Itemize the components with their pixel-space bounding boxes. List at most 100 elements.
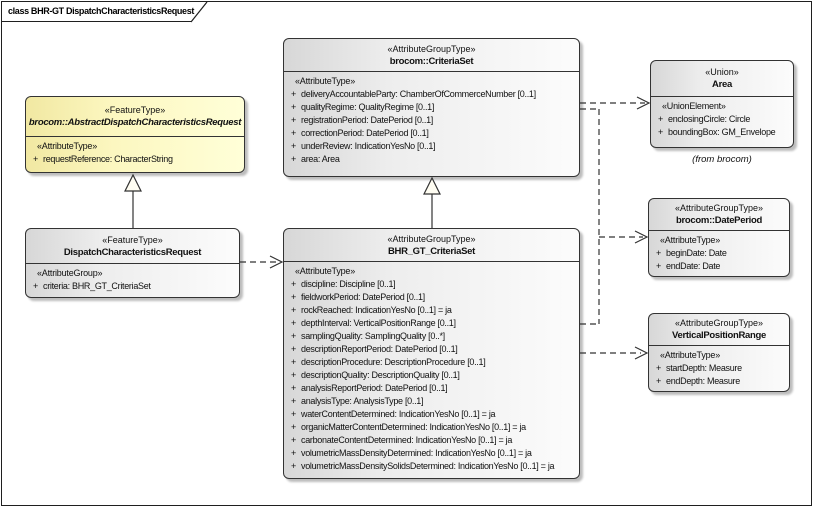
stereotype-label: «FeatureType» — [104, 105, 166, 115]
attribute-row: + endDate: Date — [649, 260, 789, 273]
class-box-bhr-gt-criteriaset[interactable]: «AttributeGroupType» BHR_GT_CriteriaSet … — [283, 228, 580, 479]
attribute-row: +volumetricMassDensitySolidsDetermined: … — [284, 460, 579, 473]
attribute-row: + qualityRegime: QualityRegime [0..1] — [284, 101, 579, 114]
class-header: «AttributeGroupType» brocom::DatePeriod — [649, 199, 789, 231]
class-box-vertical-position-range[interactable]: «AttributeGroupType» VerticalPositionRan… — [648, 313, 790, 392]
attribute-text: registrationPeriod: DatePeriod [0..1] — [301, 115, 433, 125]
attribute-row: + fieldworkPeriod: DatePeriod [0..1] — [284, 291, 579, 304]
visibility-marker: + — [291, 331, 296, 341]
visibility-marker: + — [291, 344, 296, 354]
attribute-row: + registrationPeriod: DatePeriod [0..1] — [284, 114, 579, 127]
stereotype-label: «Union» — [705, 67, 739, 77]
visibility-marker: + — [291, 292, 296, 302]
class-header: «AttributeGroupType» VerticalPositionRan… — [649, 314, 789, 346]
attribute-text: beginDate: Date — [666, 248, 727, 258]
stereotype-label: «AttributeGroupType» — [674, 203, 764, 213]
attribute-text: startDepth: Measure — [666, 363, 742, 373]
attribute-row: +discipline: Discipline [0..1] — [284, 278, 579, 291]
visibility-marker: + — [656, 363, 661, 373]
class-box-dispatch-characteristics-request[interactable]: «FeatureType» DispatchCharacteristicsReq… — [25, 228, 240, 298]
class-name: brocom::CriteriaSet — [389, 55, 474, 67]
attribute-text: boundingBox: GM_Envelope — [668, 127, 776, 137]
visibility-marker: + — [291, 461, 296, 471]
visibility-marker: + — [291, 102, 296, 112]
attribute-text: waterContentDetermined: IndicationYesNo … — [301, 409, 496, 419]
stereotype-label: «FeatureType» — [102, 234, 163, 245]
visibility-marker: + — [656, 376, 661, 386]
attribute-row: + deliveryAccountableParty: ChamberOfComm… — [284, 88, 579, 101]
attribute-compartment: «AttributeType» +discipline: Discipline … — [284, 262, 579, 473]
class-name: brocom::AbstractDispatchCharacteristicsR… — [28, 117, 242, 128]
attribute-text: area: Area — [301, 154, 340, 164]
attribute-row: + depthInterval: VerticalPositionRange [0… — [284, 317, 579, 330]
class-header: «AttributeGroupType» brocom::CriteriaSet — [284, 39, 579, 72]
attribute-row: + carbonateContentDetermined: IndicationY… — [284, 434, 579, 447]
class-box-brocom-dateperiod[interactable]: «AttributeGroupType» brocom::DatePeriod … — [648, 198, 790, 277]
class-header: «AttributeGroupType» BHR_GT_CriteriaSet — [284, 229, 579, 262]
attribute-row: +boundingBox: GM_Envelope — [651, 126, 793, 139]
visibility-marker: + — [291, 154, 296, 164]
visibility-marker: + — [291, 318, 296, 328]
stereotype-label: «AttributeGroupType» — [387, 43, 476, 54]
attribute-text: underReview: IndicationYesNo [0..1] — [301, 141, 436, 151]
attribute-row: + samplingQuality: SamplingQuality [0..*] — [284, 330, 579, 343]
attribute-text: endDate: Date — [666, 261, 721, 271]
visibility-marker: + — [291, 383, 296, 393]
attribute-text: fieldworkPeriod: DatePeriod [0..1] — [301, 292, 425, 302]
visibility-marker: + — [656, 248, 661, 258]
visibility-marker: + — [291, 409, 296, 419]
attribute-row: + waterContentDetermined: IndicationYesNo… — [284, 408, 579, 421]
class-box-brocom-criteriaset[interactable]: «AttributeGroupType» brocom::CriteriaSet… — [283, 38, 580, 177]
attribute-row: +correctionPeriod: DatePeriod [0..1] — [284, 127, 579, 140]
attribute-row: + criteria: BHR_GT_CriteriaSet — [26, 280, 239, 293]
attribute-row: +underReview: IndicationYesNo [0..1] — [284, 140, 579, 153]
visibility-marker: + — [291, 128, 296, 138]
section-stereotype: «UnionElement» — [662, 101, 726, 111]
attribute-row: +organicMatterContentDetermined: Indicat… — [284, 421, 579, 434]
attribute-text: descriptionProcedure: DescriptionProcedu… — [301, 357, 486, 367]
attribute-row: + beginDate: Date — [649, 247, 789, 260]
visibility-marker: + — [33, 281, 38, 291]
class-header: «FeatureType» brocom::AbstractDispatchCh… — [26, 97, 244, 137]
class-header: «Union» Area — [651, 61, 793, 97]
attribute-text: deliveryAccountableParty: ChamberOfComme… — [301, 89, 536, 99]
attribute-text: rockReached: IndicationYesNo [0..1] = ja — [301, 305, 452, 315]
from-package-note: (from brocom) — [692, 154, 752, 165]
attribute-text: qualityRegime: QualityRegime [0..1] — [301, 102, 435, 112]
class-box-area[interactable]: «Union» Area «UnionElement» + enclosingCi… — [650, 60, 794, 148]
attribute-row: +descriptionQuality: DescriptionQuality … — [284, 369, 579, 382]
visibility-marker: + — [291, 89, 296, 99]
visibility-marker: + — [291, 357, 296, 367]
section-stereotype: «AttributeType» — [37, 141, 98, 151]
visibility-marker: + — [658, 114, 663, 124]
attribute-text: depthInterval: VerticalPositionRange [0.… — [301, 318, 456, 328]
attribute-compartment: «AttributeType» +beginDate: Date +endDat… — [649, 231, 789, 273]
attribute-text: enclosingCircle: Circle — [668, 114, 751, 124]
visibility-marker: + — [291, 422, 296, 432]
visibility-marker: + — [33, 154, 38, 164]
diagram-title-tab: class BHR-GT DispatchCharacteristicsRequ… — [2, 2, 194, 22]
section-stereotype: «AttributeType» — [295, 76, 356, 86]
visibility-marker: + — [656, 261, 661, 271]
attribute-text: criteria: BHR_GT_CriteriaSet — [43, 281, 151, 291]
attribute-text: samplingQuality: SamplingQuality [0..*] — [301, 331, 445, 341]
attribute-compartment: «AttributeType» + startDepth: Measure +en… — [649, 346, 789, 388]
attribute-compartment: «AttributeType» + deliveryAccountablePart… — [284, 72, 579, 166]
attribute-compartment: «AttributeType» + requestReference: Chara… — [26, 137, 244, 166]
attribute-row: + requestReference: CharacterString — [26, 153, 244, 166]
section-stereotype: «AttributeType» — [660, 350, 721, 360]
attribute-text: requestReference: CharacterString — [43, 154, 173, 164]
class-name: DispatchCharacteristicsRequest — [63, 246, 202, 258]
attribute-row: + enclosingCircle: Circle — [651, 113, 793, 126]
visibility-marker: + — [291, 279, 296, 289]
attribute-text: descriptionReportPeriod: DatePeriod [0..… — [301, 344, 458, 354]
section-stereotype: «AttributeGroup» — [37, 268, 103, 278]
visibility-marker: + — [291, 435, 296, 445]
attribute-text: descriptionQuality: DescriptionQuality [… — [301, 370, 460, 380]
attribute-row: +endDepth: Measure — [649, 375, 789, 388]
class-header: «FeatureType» DispatchCharacteristicsReq… — [26, 229, 239, 264]
visibility-marker: + — [291, 115, 296, 125]
attribute-text: carbonateContentDetermined: IndicationYe… — [301, 435, 513, 445]
class-box-abstract-dispatch-characteristics-request[interactable]: «FeatureType» brocom::AbstractDispatchCh… — [25, 96, 245, 173]
